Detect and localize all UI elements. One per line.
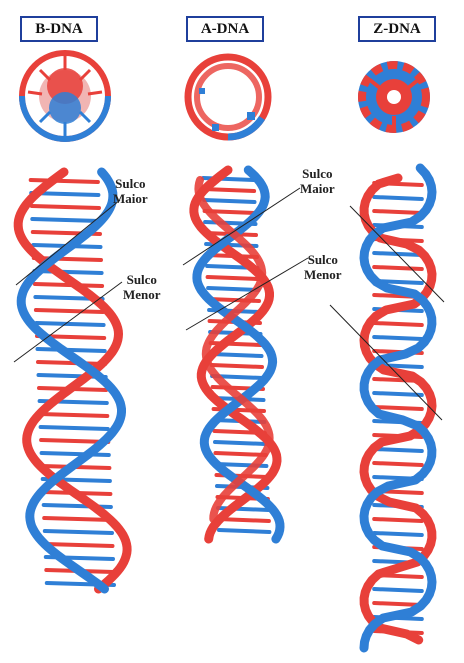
a-dna-title: A-DNA: [186, 16, 264, 42]
base-pair: [41, 427, 108, 429]
label-line: Sulco: [304, 252, 342, 267]
base-pair: [32, 219, 99, 221]
base-pair: [219, 530, 269, 532]
b-minor-groove-label: Sulco Menor: [123, 272, 161, 302]
base-pair: [374, 589, 422, 591]
b-dna-title: B-DNA: [20, 16, 98, 42]
base-pair: [31, 180, 98, 182]
base-pair: [204, 189, 254, 191]
a-major-groove-label: Sulco Maior: [300, 166, 335, 196]
base-pair: [374, 519, 422, 521]
base-pair: [38, 362, 105, 364]
base-pair: [32, 206, 99, 208]
z-dna-top-view: [358, 61, 430, 133]
base-pair: [45, 544, 112, 546]
base-pair: [40, 414, 107, 416]
base-pair: [212, 365, 262, 367]
base-pair: [204, 200, 254, 202]
base-pair: [45, 531, 112, 533]
a-dna-helix: [194, 170, 280, 539]
b-dna-helix: [18, 172, 127, 589]
base-pair: [215, 442, 265, 444]
base-pair: [36, 323, 103, 325]
z-dna-title: Z-DNA: [358, 16, 436, 42]
base-pair: [374, 337, 422, 339]
label-line: Menor: [304, 267, 342, 282]
label-line: Maior: [300, 181, 335, 196]
base-pair: [374, 407, 422, 409]
base-pair: [374, 211, 422, 213]
label-line: Menor: [123, 287, 161, 302]
base-pair: [216, 453, 266, 455]
a-dna-top-view: [188, 57, 268, 137]
base-pair: [42, 453, 109, 455]
label-line: Maior: [113, 191, 148, 206]
base-pair: [36, 310, 103, 312]
base-pair: [208, 277, 258, 279]
base-pair: [208, 288, 258, 290]
b-major-groove-label: Sulco Maior: [113, 176, 148, 206]
label-line: Sulco: [300, 166, 335, 181]
b-dna-top-view: [22, 53, 108, 139]
label-line: Sulco: [113, 176, 148, 191]
z-dna-helix: [364, 168, 432, 648]
base-pair: [44, 518, 111, 520]
base-pair: [211, 354, 261, 356]
base-pair: [374, 463, 422, 465]
base-pair: [374, 197, 422, 199]
base-pair: [374, 449, 422, 451]
base-pair: [374, 267, 422, 269]
a-minor-groove-label: Sulco Menor: [304, 252, 342, 282]
base-pair: [374, 393, 422, 395]
label-line: Sulco: [123, 272, 161, 287]
base-pair: [374, 323, 422, 325]
base-pair: [374, 533, 422, 535]
